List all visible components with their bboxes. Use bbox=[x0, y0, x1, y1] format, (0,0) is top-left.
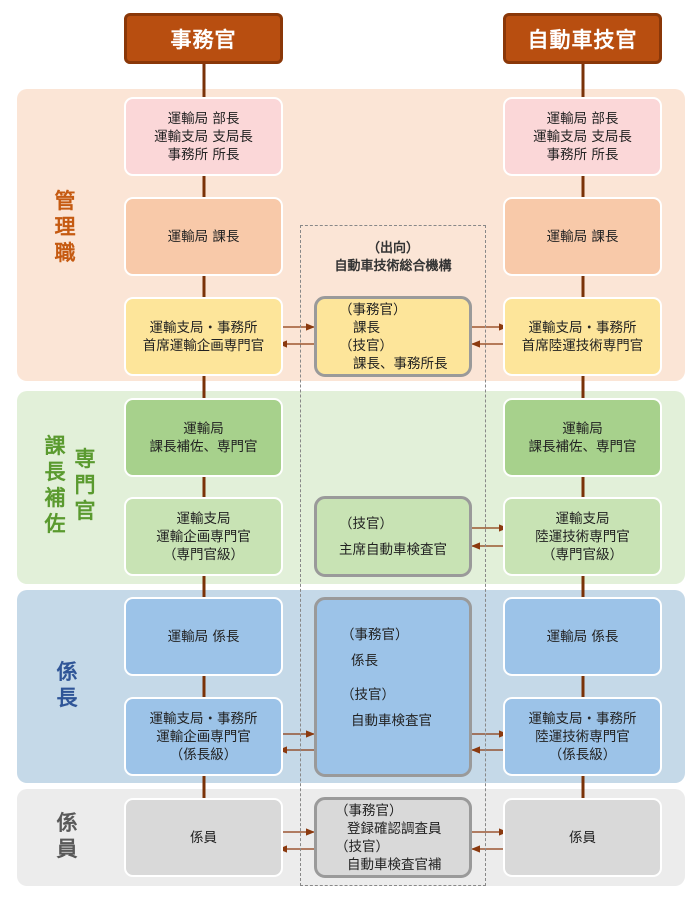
band-label-char: 補 bbox=[44, 486, 66, 510]
box-text-line: 運輸支局 bbox=[176, 510, 231, 527]
band-label-char: 門 bbox=[74, 473, 96, 497]
right-box-assistant-manager: 運輸局 課長補佐、専門官 bbox=[503, 398, 662, 477]
band-label-char: 職 bbox=[54, 241, 76, 265]
center-dispatch-title: （出向） 自動車技術総合機構 bbox=[300, 240, 486, 276]
band-label-char: 佐 bbox=[44, 512, 66, 536]
box-text-line: （専門官級） bbox=[163, 546, 244, 563]
right-box-technical-specialist: 運輸支局 陸運技術専門官 （専門官級） bbox=[503, 497, 662, 576]
center-box-staff: （事務官） 登録確認調査員 （技官） 自動車検査官補 bbox=[314, 797, 472, 878]
band-label-char: 係 bbox=[56, 660, 78, 684]
center-text-line: 主席自動車検査官 bbox=[339, 541, 447, 558]
center-text-line: （事務官） bbox=[339, 301, 407, 318]
left-box-planning-specialist: 運輸支局 運輸企画専門官 （専門官級） bbox=[124, 497, 283, 576]
left-box-staff: 係員 bbox=[124, 798, 283, 877]
center-text-line: （技官） bbox=[335, 838, 389, 855]
box-text-line: （専門官級） bbox=[542, 546, 623, 563]
center-title-line: （出向） bbox=[366, 241, 419, 256]
box-text-line: 課長補佐、専門官 bbox=[149, 438, 258, 455]
box-text-line: 運輸企画専門官 bbox=[156, 528, 251, 545]
box-text-line: （係長級） bbox=[169, 746, 238, 763]
center-box-inspector: （事務官） 係長 （技官） 自動車検査官 bbox=[314, 597, 472, 777]
band-label-char: 専 bbox=[74, 447, 96, 471]
box-text-line: 運輸支局 支局長 bbox=[533, 128, 632, 145]
band-label-management: 管 理 職 bbox=[48, 188, 82, 266]
box-text-line: （係長級） bbox=[548, 746, 617, 763]
right-box-section-chief: 運輸局 係長 bbox=[503, 597, 662, 676]
box-text-line: 運輸局 部長 bbox=[546, 110, 619, 127]
box-text-line: 課長補佐、専門官 bbox=[528, 438, 637, 455]
header-clerical-officer: 事務官 bbox=[124, 13, 283, 64]
center-text-line: 係長 bbox=[351, 653, 378, 669]
box-text-line: 運輸企画専門官 bbox=[156, 728, 251, 745]
left-box-section-chief: 運輸局 係長 bbox=[124, 597, 283, 676]
left-box-chief-planning: 運輸支局・事務所 首席運輸企画専門官 bbox=[124, 297, 283, 376]
band-label-assistant-b: 専 門 官 bbox=[70, 446, 100, 524]
right-box-technical-specialist-chief: 運輸支局・事務所 陸運技術専門官 （係長級） bbox=[503, 697, 662, 776]
band-label-char: 理 bbox=[54, 215, 76, 239]
right-box-director: 運輸局 部長 運輸支局 支局長 事務所 所長 bbox=[503, 97, 662, 176]
box-text-line: 運輸局 係長 bbox=[546, 628, 619, 645]
box-text-line: 運輸局 課長 bbox=[167, 228, 240, 245]
band-label-char: 長 bbox=[56, 686, 78, 710]
center-text-line: 自動車検査官 bbox=[351, 713, 432, 729]
band-label-staff: 係 員 bbox=[50, 810, 84, 862]
center-dispatch-region bbox=[300, 225, 486, 886]
box-text-line: 運輸支局・事務所 bbox=[528, 319, 637, 336]
left-box-planning-specialist-chief: 運輸支局・事務所 運輸企画専門官 （係長級） bbox=[124, 697, 283, 776]
band-label-char: 官 bbox=[74, 499, 96, 523]
box-text-line: 運輸支局 支局長 bbox=[154, 128, 253, 145]
center-text-line: （技官） bbox=[339, 337, 393, 354]
right-box-chief-technical: 運輸支局・事務所 首席陸運技術専門官 bbox=[503, 297, 662, 376]
box-text-line: 係員 bbox=[190, 829, 217, 846]
band-label-char: 管 bbox=[54, 189, 76, 213]
band-label-section-chief: 係 長 bbox=[50, 659, 84, 711]
right-box-section-head: 運輸局 課長 bbox=[503, 197, 662, 276]
center-box-management: （事務官） 課長 （技官） 課長、事務所長 bbox=[314, 296, 472, 377]
box-text-line: 事務所 所長 bbox=[546, 146, 619, 163]
box-text-line: 運輸局 係長 bbox=[167, 628, 240, 645]
center-title-line: 自動車技術総合機構 bbox=[334, 259, 452, 274]
box-text-line: 係員 bbox=[569, 829, 596, 846]
center-text-line: （事務官） bbox=[335, 802, 403, 819]
box-text-line: 運輸支局・事務所 bbox=[149, 710, 258, 727]
center-text-line: 課長 bbox=[353, 319, 380, 336]
box-text-line: 陸運技術専門官 bbox=[535, 528, 630, 545]
left-box-assistant-manager: 運輸局 課長補佐、専門官 bbox=[124, 398, 283, 477]
band-label-char: 課 bbox=[44, 434, 66, 458]
center-text-line: （技官） bbox=[339, 515, 393, 532]
right-box-staff: 係員 bbox=[503, 798, 662, 877]
box-text-line: 運輸支局・事務所 bbox=[528, 710, 637, 727]
box-text-line: 運輸支局・事務所 bbox=[149, 319, 258, 336]
center-text-line: 課長、事務所長 bbox=[353, 355, 448, 372]
box-text-line: 首席陸運技術専門官 bbox=[521, 337, 644, 354]
box-text-line: 運輸局 bbox=[562, 420, 603, 437]
box-text-line: 陸運技術専門官 bbox=[535, 728, 630, 745]
band-label-char: 長 bbox=[44, 460, 66, 484]
box-text-line: 首席運輸企画専門官 bbox=[142, 337, 265, 354]
center-text-line: （事務官） bbox=[341, 627, 409, 643]
center-box-chief-inspector: （技官） 主席自動車検査官 bbox=[314, 496, 472, 577]
left-box-section-head: 運輸局 課長 bbox=[124, 197, 283, 276]
box-text-line: 事務所 所長 bbox=[167, 146, 240, 163]
left-box-director: 運輸局 部長 運輸支局 支局長 事務所 所長 bbox=[124, 97, 283, 176]
box-text-line: 運輸支局 bbox=[555, 510, 610, 527]
box-text-line: 運輸局 bbox=[183, 420, 224, 437]
box-text-line: 運輸局 部長 bbox=[167, 110, 240, 127]
band-label-assistant-a: 課 長 補 佐 bbox=[40, 433, 70, 537]
center-text-line: （技官） bbox=[341, 687, 395, 703]
band-label-char: 員 bbox=[56, 837, 78, 861]
header-automotive-engineer: 自動車技官 bbox=[503, 13, 662, 64]
band-label-char: 係 bbox=[56, 811, 78, 835]
center-text-line: 登録確認調査員 bbox=[347, 820, 442, 837]
box-text-line: 運輸局 課長 bbox=[546, 228, 619, 245]
center-text-line: 自動車検査官補 bbox=[347, 856, 442, 873]
